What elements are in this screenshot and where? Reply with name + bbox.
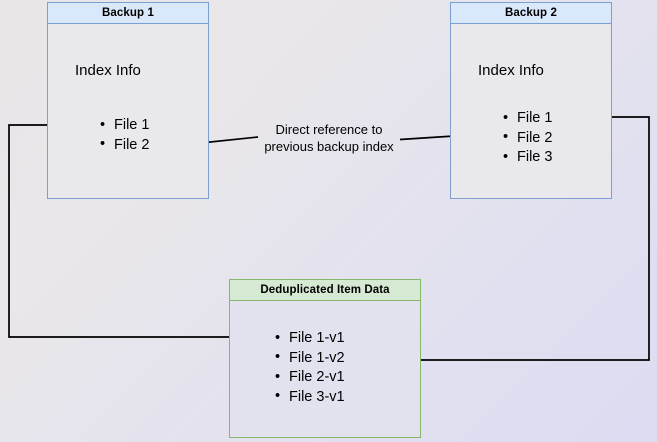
edge-label-direct-reference: Direct reference to previous backup inde… xyxy=(249,122,409,155)
list-item: File 2-v1 xyxy=(275,368,345,388)
node-deduplicated-item-data[interactable]: Deduplicated Item Data File 1-v1 File 1-… xyxy=(229,279,421,438)
list-item: File 1-v2 xyxy=(275,348,345,369)
backup-2-file-list: File 1 File 2 File 3 xyxy=(503,109,552,168)
backup-1-header: Backup 1 xyxy=(48,3,208,24)
edge-label-line-2: previous backup index xyxy=(264,138,394,154)
backup-1-file-list: File 1 File 2 xyxy=(100,116,149,155)
backup-2-index-label: Index Info xyxy=(478,62,544,79)
list-item: File 2 xyxy=(100,135,149,156)
list-item: File 2 xyxy=(503,128,552,149)
backup-1-index-label: Index Info xyxy=(75,62,141,79)
dedup-file-list: File 1-v1 File 1-v2 File 2-v1 File 3-v1 xyxy=(275,329,345,407)
list-item: File 1-v1 xyxy=(275,329,345,349)
list-item: File 1 xyxy=(100,116,149,136)
node-backup-2[interactable]: Backup 2 Index Info File 1 File 2 File 3 xyxy=(450,2,612,199)
edge-label-line-1: Direct reference to xyxy=(275,122,383,137)
node-backup-1[interactable]: Backup 1 Index Info File 1 File 2 xyxy=(47,2,209,199)
list-item: File 3 xyxy=(503,148,552,168)
backup-1-body: Index Info File 1 File 2 xyxy=(48,24,208,198)
backup-2-body: Index Info File 1 File 2 File 3 xyxy=(451,24,611,198)
dedup-body: File 1-v1 File 1-v2 File 2-v1 File 3-v1 xyxy=(230,301,420,437)
backup-2-header: Backup 2 xyxy=(451,3,611,24)
dedup-header: Deduplicated Item Data xyxy=(230,280,420,301)
list-item: File 1 xyxy=(503,109,552,129)
list-item: File 3-v1 xyxy=(275,387,345,408)
